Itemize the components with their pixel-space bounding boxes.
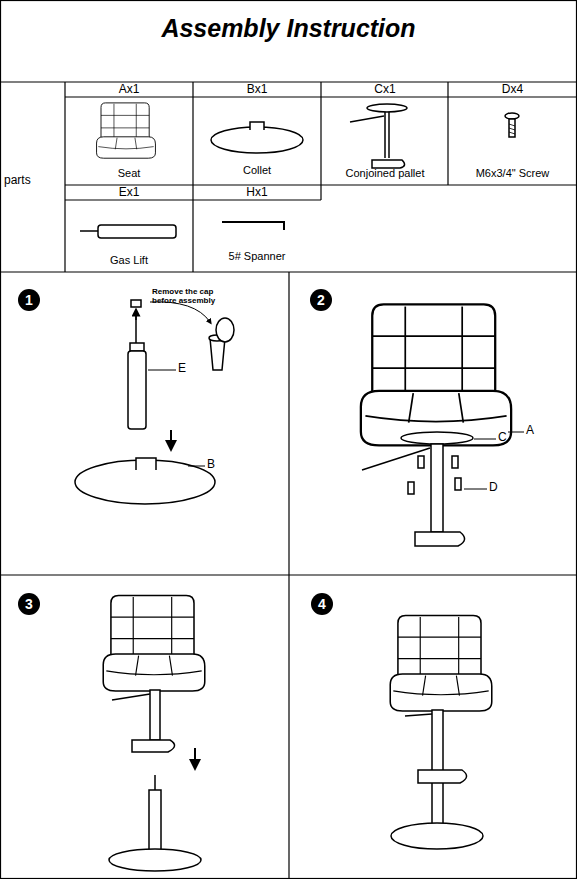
part-count: Ax1 [66,83,192,97]
part-count: Ex1 [66,186,192,200]
callout-letter: B [207,458,221,472]
part-name: Conjoined pallet [322,167,448,180]
page-title: Assembly Instruction [0,14,577,43]
note: Remove the cap before assembly [152,287,222,305]
callout-letter: A [526,424,540,438]
part-count: Hx1 [194,186,320,200]
part-name: Gas Lift [66,254,192,267]
part-name: Seat [66,167,192,180]
callout-letter: C [498,431,512,445]
part-count: Bx1 [194,83,320,97]
step-number: 2 [310,289,332,311]
step-number: 4 [311,593,333,615]
part-count: Cx1 [322,83,448,97]
part-name: M6x3/4" Screw [449,167,576,180]
step-number: 3 [18,593,40,615]
step-number: 1 [18,289,40,311]
part-count: Dx4 [449,83,576,97]
callout-letter: D [489,481,503,495]
callout-letter: E [178,362,192,376]
row-label: parts [4,174,62,188]
part-name: Collet [194,164,320,177]
part-name: 5# Spanner [194,250,320,263]
